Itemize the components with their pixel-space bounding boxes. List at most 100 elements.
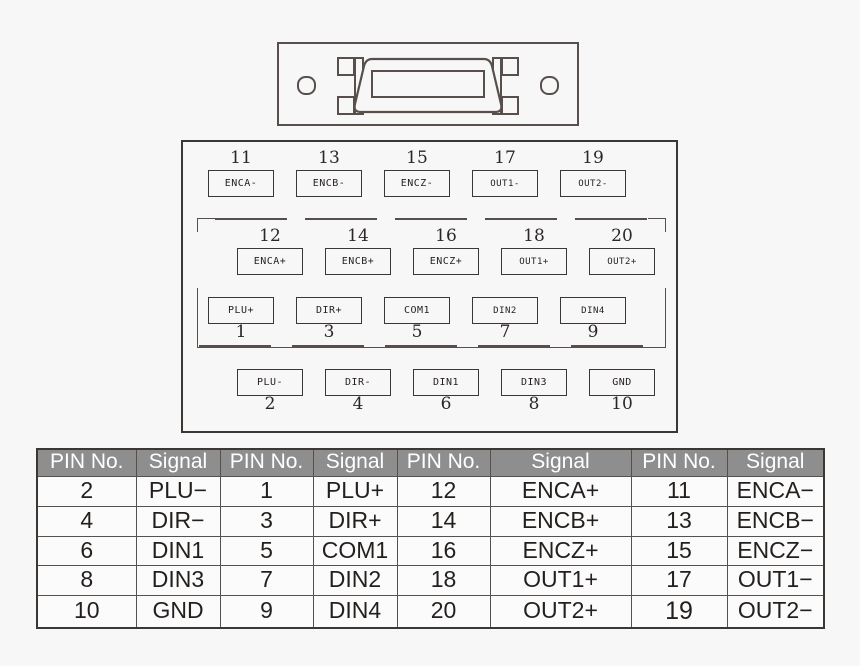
cell-signal: OUT2+: [489, 595, 632, 629]
pin-number: 1: [235, 322, 247, 342]
pin-signal-box: OUT1-: [472, 170, 538, 197]
pin-cell: 14 ENCB+: [325, 226, 391, 275]
pin-number: 5: [411, 322, 423, 342]
pin-cell: COM1 5: [384, 297, 450, 344]
pin-signal-box: DIR+: [296, 297, 362, 324]
column-header-signal: Signal: [135, 448, 221, 478]
cell-pin-no: 10: [36, 595, 137, 629]
pin-cell: DIR- 4: [325, 369, 391, 416]
cell-pin-no: 5: [219, 535, 314, 567]
screw-hole-left-icon: [297, 76, 316, 95]
pin-layout-panel: 11 ENCA- 13 ENCB- 15 ENCZ- 17 OUT1- 19 O…: [181, 140, 678, 433]
column-header-signal: Signal: [489, 448, 632, 478]
pin-cell: DIR+ 3: [296, 297, 362, 344]
cell-pin-no: 9: [219, 595, 314, 629]
pin-cell: 17 OUT1-: [472, 148, 538, 197]
cell-pin-no: 20: [396, 595, 491, 629]
table-row: 8 DIN3 7 DIN2 18 OUT1+ 17 OUT1−: [36, 565, 825, 597]
pin-signal-box: ENCZ+: [413, 248, 479, 275]
column-header-pin-no: PIN No.: [396, 448, 491, 478]
pin-signal-box: ENCB+: [325, 248, 391, 275]
pin-number: 20: [611, 226, 633, 246]
cell-signal: OUT1+: [489, 565, 632, 597]
column-header-pin-no: PIN No.: [219, 448, 314, 478]
pin-signal-box: ENCA-: [208, 170, 274, 197]
cell-pin-no: 19: [630, 595, 728, 629]
pin-number: 2: [264, 394, 276, 414]
cell-signal: COM1: [312, 535, 398, 567]
cell-signal: PLU−: [135, 476, 221, 507]
cell-pin-no: 18: [396, 565, 491, 597]
pin-number: 14: [347, 226, 369, 246]
screw-hole-right-icon: [540, 76, 559, 95]
bracket-lower: [197, 288, 666, 348]
table-row: 10 GND 9 DIN4 20 OUT2+ 19 OUT2−: [36, 595, 825, 629]
pin-cell: 12 ENCA+: [237, 226, 303, 275]
cell-signal: ENCA−: [726, 476, 825, 507]
latch-tab-top: [501, 57, 519, 76]
cell-pin-no: 6: [36, 535, 137, 567]
pin-number: 9: [587, 322, 599, 342]
pin-cell: PLU+ 1: [208, 297, 274, 344]
pin-number: 10: [611, 394, 633, 414]
pin-cell: 11 ENCA-: [208, 148, 274, 197]
pin-cell: DIN3 8: [501, 369, 567, 416]
cell-pin-no: 11: [630, 476, 728, 507]
pin-signal-box: OUT1+: [501, 248, 567, 275]
pin-signal-box: ENCA+: [237, 248, 303, 275]
column-header-pin-no: PIN No.: [36, 448, 137, 478]
cell-signal: ENCZ−: [726, 535, 825, 567]
pin-number: 16: [435, 226, 457, 246]
pin-number: 4: [352, 394, 364, 414]
dsub-shell-icon: [352, 56, 504, 116]
cell-signal: DIR−: [135, 505, 221, 537]
cell-pin-no: 12: [396, 476, 491, 507]
cell-pin-no: 1: [219, 476, 314, 507]
pin-cell: 18 OUT1+: [501, 226, 567, 275]
pin-signal-box: DIR-: [325, 369, 391, 396]
pin-number: 19: [582, 148, 604, 168]
pin-signal-box: OUT2-: [560, 170, 626, 197]
pin-signal-box: DIN1: [413, 369, 479, 396]
pin-number: 13: [318, 148, 340, 168]
cell-signal: DIN1: [135, 535, 221, 567]
pin-signal-box: PLU-: [237, 369, 303, 396]
cell-pin-no: 2: [36, 476, 137, 507]
table-row: 4 DIR− 3 DIR+ 14 ENCB+ 13 ENCB−: [36, 505, 825, 537]
cell-pin-no: 8: [36, 565, 137, 597]
pin-cell: GND 10: [589, 369, 655, 416]
cell-pin-no: 15: [630, 535, 728, 567]
cell-signal: ENCA+: [489, 476, 632, 507]
pin-cell: 19 OUT2-: [560, 148, 626, 197]
pin-signal-box: OUT2+: [589, 248, 655, 275]
pin-signal-box: DIN3: [501, 369, 567, 396]
cell-pin-no: 16: [396, 535, 491, 567]
column-header-signal: Signal: [312, 448, 398, 478]
pin-number: 6: [440, 394, 452, 414]
cell-signal: OUT1−: [726, 565, 825, 597]
column-header-signal: Signal: [726, 448, 825, 478]
pin-number: 12: [259, 226, 281, 246]
pin-signal-box: ENCZ-: [384, 170, 450, 197]
pin-signal-box: GND: [589, 369, 655, 396]
pin-signal-box: DIN2: [472, 297, 538, 324]
pin-cell: DIN4 9: [560, 297, 626, 344]
cell-signal: OUT2−: [726, 595, 825, 629]
cell-pin-no: 3: [219, 505, 314, 537]
bracket-lower-mask: [199, 341, 664, 347]
table-header-row: PIN No. Signal PIN No. Signal PIN No. Si…: [36, 448, 825, 478]
cell-signal: ENCB+: [489, 505, 632, 537]
pin-assignment-table: PIN No. Signal PIN No. Signal PIN No. Si…: [36, 448, 825, 630]
pin-signal-box: COM1: [384, 297, 450, 324]
cell-signal: DIN3: [135, 565, 221, 597]
table-row: 2 PLU− 1 PLU+ 12 ENCA+ 11 ENCA−: [36, 476, 825, 507]
pin-number: 11: [230, 148, 252, 168]
pin-number: 18: [523, 226, 545, 246]
connector-face: [277, 42, 579, 126]
cell-pin-no: 17: [630, 565, 728, 597]
pin-number: 15: [406, 148, 428, 168]
pin-signal-box: PLU+: [208, 297, 274, 324]
pin-number: 17: [494, 148, 516, 168]
bracket-upper-dashes: [215, 218, 648, 220]
pin-cell: DIN2 7: [472, 297, 538, 344]
